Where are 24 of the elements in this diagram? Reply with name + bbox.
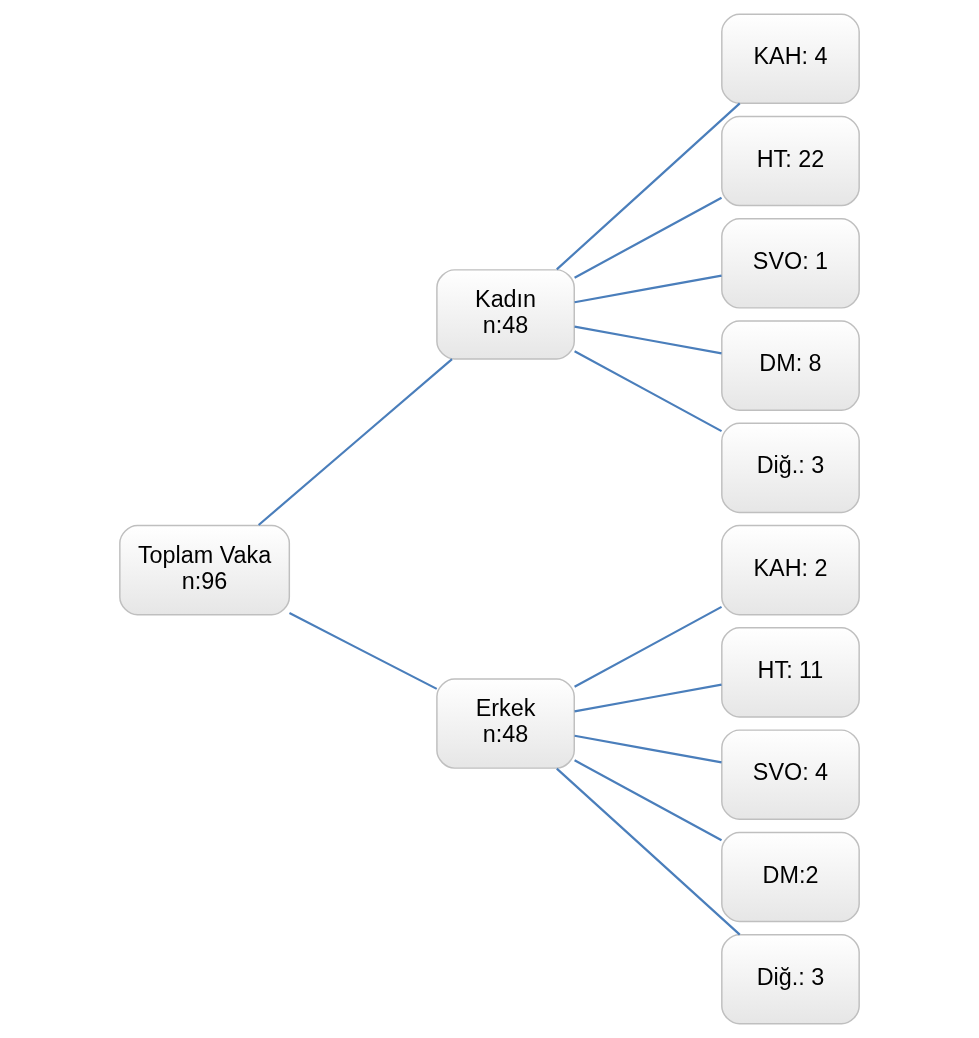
connector xyxy=(574,605,723,688)
connector xyxy=(574,734,722,764)
connector xyxy=(574,325,722,355)
node-box: Erkek n:48 xyxy=(436,678,575,769)
node-box: DM: 8 xyxy=(721,320,860,411)
connector xyxy=(574,196,723,279)
node-box: Toplam Vaka n:96 xyxy=(119,524,291,616)
node-box: SVO: 1 xyxy=(721,218,860,309)
node-box: KAH: 4 xyxy=(721,13,860,105)
node-box: Diğ.: 3 xyxy=(721,422,860,514)
connector xyxy=(288,612,438,690)
connector xyxy=(574,759,723,842)
connector xyxy=(556,102,741,271)
node-box: HT: 22 xyxy=(721,115,860,207)
connector xyxy=(574,274,722,304)
connector xyxy=(574,350,723,433)
node-box: Diğ.: 3 xyxy=(721,933,860,1025)
node-box: Kadın n:48 xyxy=(436,269,575,360)
connector xyxy=(257,358,453,526)
node-box: KAH: 2 xyxy=(721,524,860,616)
node-box: SVO: 4 xyxy=(721,729,860,820)
node-box: DM:2 xyxy=(721,831,860,923)
connector xyxy=(574,683,722,713)
node-box: HT: 11 xyxy=(721,627,860,718)
